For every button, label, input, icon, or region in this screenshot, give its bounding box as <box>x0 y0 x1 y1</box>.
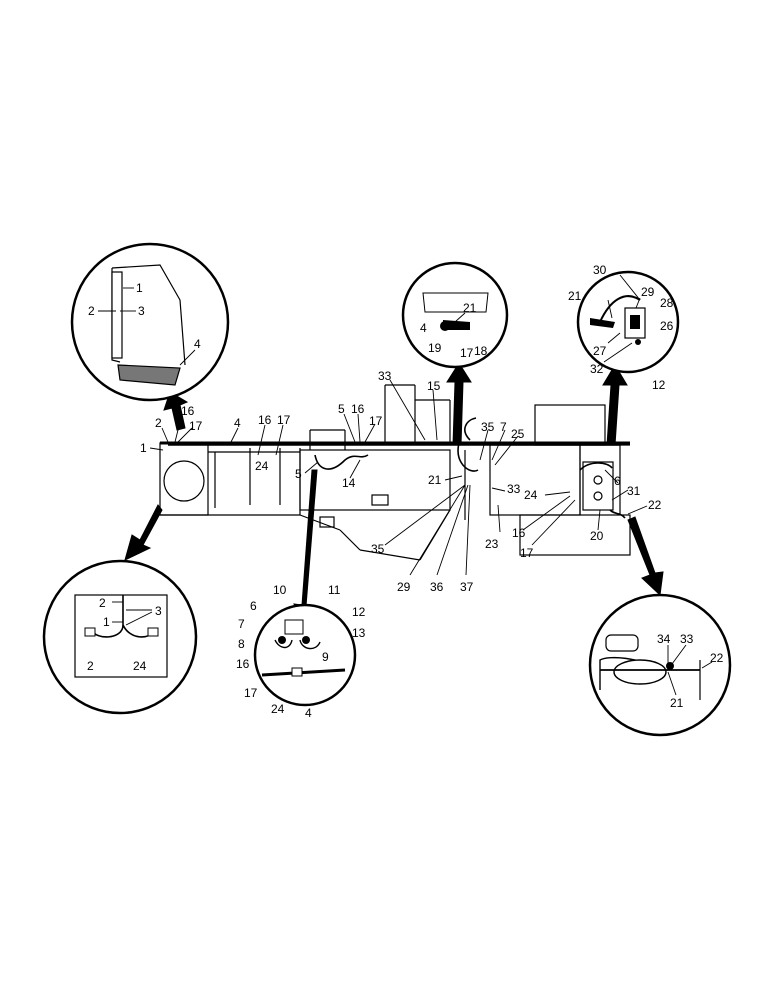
arrow-to-bottom-left-detail <box>124 504 163 561</box>
arrow-to-top-left-detail <box>163 391 189 431</box>
callout-label: 7 <box>238 617 245 631</box>
detail-circle-top-right: 30 21 29 28 26 27 32 12 <box>568 263 680 392</box>
callout-label: 5 <box>295 467 302 481</box>
callout-label: 24 <box>133 659 147 673</box>
callout-label: 24 <box>255 459 269 473</box>
callout-label: 28 <box>660 296 674 310</box>
detail-circle-top-middle: 21 4 19 17 18 <box>401 261 509 369</box>
chassis-frame <box>159 384 631 561</box>
callout-label: 23 <box>485 537 499 551</box>
callout-label: 18 <box>474 344 488 358</box>
callout-label: 7 <box>500 420 507 434</box>
callout-label: 29 <box>641 285 655 299</box>
callout-label: 6 <box>250 599 257 613</box>
callout-label: 17 <box>189 419 203 433</box>
callout-label: 2 <box>88 304 95 318</box>
callout-label: 32 <box>590 362 604 376</box>
callout-label: 33 <box>680 632 694 646</box>
callout-label: 13 <box>352 626 366 640</box>
callout-label: 15 <box>427 379 441 393</box>
arrow-to-top-middle-detail <box>446 362 472 446</box>
callout-label: 16 <box>351 402 365 416</box>
callout-label: 17 <box>277 413 291 427</box>
callout-label: 33 <box>378 369 392 383</box>
callout-label: 16 <box>236 657 250 671</box>
callout-label: 24 <box>271 702 285 716</box>
callout-label: 21 <box>670 696 684 710</box>
callout-label: 26 <box>660 319 674 333</box>
callout-label: 8 <box>238 637 245 651</box>
detail-circle-bottom-center: 10 11 6 12 7 13 8 9 16 17 24 4 <box>236 583 366 720</box>
callout-label: 36 <box>430 580 444 594</box>
callout-label: 21 <box>463 301 477 315</box>
callout-leaders <box>149 379 648 576</box>
callout-label: 2 <box>99 596 106 610</box>
callout-label: 4 <box>234 416 241 430</box>
callout-label: 3 <box>138 304 145 318</box>
callout-label: 35 <box>481 420 495 434</box>
callout-label: 25 <box>511 427 525 441</box>
callout-label: 16 <box>512 526 526 540</box>
callout-label: 1 <box>136 281 143 295</box>
callout-label: 4 <box>305 706 312 720</box>
callout-label: 10 <box>273 583 287 597</box>
callout-label: 19 <box>428 341 442 355</box>
callout-label: 2 <box>87 659 94 673</box>
callout-label: 21 <box>428 473 442 487</box>
callout-label: 1 <box>103 615 110 629</box>
detail-circle-bottom-right: 34 33 22 21 <box>588 593 732 737</box>
wiring-harness <box>168 417 626 519</box>
callout-label: 20 <box>590 529 604 543</box>
callout-label: 6 <box>614 474 621 488</box>
callout-label: 24 <box>524 488 538 502</box>
callout-label: 12 <box>352 605 366 619</box>
callout-label: 4 <box>194 337 201 351</box>
callout-label: 4 <box>420 321 427 335</box>
detail-circle-bottom-left: 2 3 1 2 24 <box>42 559 198 715</box>
callout-label: 16 <box>258 413 272 427</box>
pointer-arrows <box>124 362 664 627</box>
callout-label: 11 <box>328 583 341 597</box>
callout-label: 14 <box>342 476 356 490</box>
callout-label: 34 <box>657 632 671 646</box>
callout-label: 22 <box>710 651 724 665</box>
callout-label: 16 <box>181 404 195 418</box>
callout-label: 17 <box>244 686 258 700</box>
callout-label: 5 <box>338 402 345 416</box>
callout-label: 17 <box>460 346 474 360</box>
callout-label: 22 <box>648 498 662 512</box>
arrow-to-top-right-detail <box>602 364 628 446</box>
callout-label: 29 <box>397 580 411 594</box>
arrow-to-bottom-right-detail <box>627 516 664 597</box>
callout-label: 37 <box>460 580 474 594</box>
callout-label: 17 <box>520 546 534 560</box>
main-callout-labels: 1 2 16 17 4 16 17 24 5 33 5 16 17 14 15 … <box>140 369 662 594</box>
detail-circle-top-left: 1 2 3 4 <box>70 242 230 402</box>
callout-label: 12 <box>652 378 666 392</box>
callout-label: 3 <box>155 604 162 618</box>
arrow-to-bottom-center-detail <box>293 469 318 627</box>
callout-label: 2 <box>155 416 162 430</box>
callout-label: 27 <box>593 344 607 358</box>
callout-label: 30 <box>593 263 607 277</box>
callout-label: 35 <box>371 542 385 556</box>
callout-label: 31 <box>627 484 641 498</box>
callout-label: 21 <box>568 289 582 303</box>
callout-label: 17 <box>369 414 383 428</box>
callout-label: 33 <box>507 482 521 496</box>
callout-label: 1 <box>140 441 147 455</box>
callout-label: 9 <box>322 650 329 664</box>
